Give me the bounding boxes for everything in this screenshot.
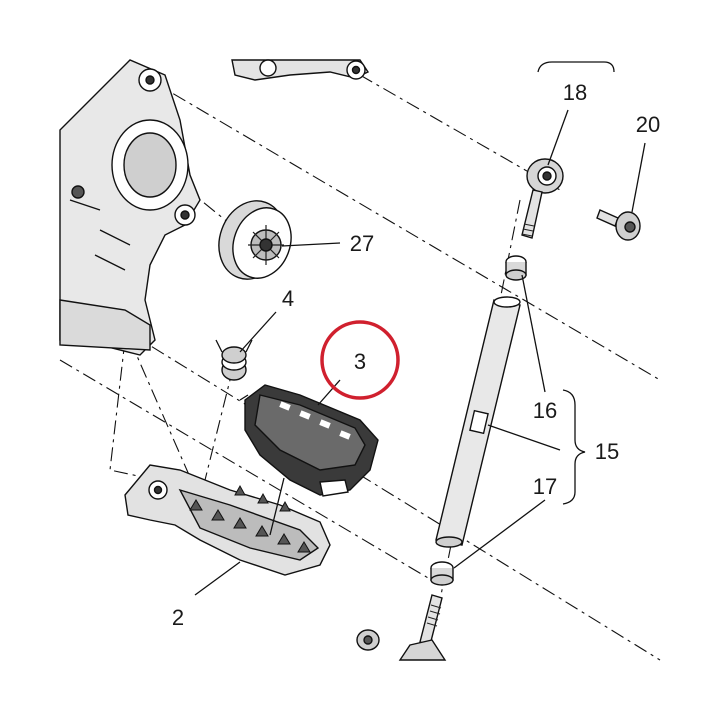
- leader-17: [453, 499, 546, 569]
- callout-16: 16: [533, 398, 557, 423]
- axis-line-lower: [59, 359, 441, 586]
- callout-2: 2: [172, 605, 184, 630]
- leader-2: [194, 561, 241, 596]
- leader-16: [521, 274, 546, 393]
- part-3-rubber-insert: [244, 384, 379, 497]
- bracket-18: [537, 61, 615, 73]
- axis-line-peg-left: [109, 339, 181, 486]
- callout-3: 3: [354, 349, 366, 374]
- part-27-roller: [218, 200, 292, 280]
- callout-15: 15: [595, 439, 619, 464]
- frame-bracket: [59, 59, 201, 356]
- axis-line-rod-end: [359, 74, 561, 191]
- leader-lines: [194, 61, 646, 596]
- lower-rod-end: [356, 594, 447, 661]
- part-18-rod-end: [521, 158, 564, 239]
- leader-3: [317, 379, 341, 406]
- callout-27: 27: [350, 231, 374, 256]
- callout-18: 18: [563, 80, 587, 105]
- highlight-circle: [320, 320, 400, 400]
- part-20-bolt: [596, 209, 641, 241]
- callout-20: 20: [636, 112, 660, 137]
- brace-15: [562, 389, 586, 505]
- part-4-spring: [215, 339, 253, 381]
- callout-4: 4: [282, 286, 294, 311]
- axis-line-top: [149, 79, 661, 381]
- part-17-bush: [430, 561, 454, 586]
- leader-15: [487, 424, 561, 451]
- leader-4: [239, 311, 277, 353]
- leader-insert-pegs: [239, 394, 285, 536]
- leader-20: [631, 142, 646, 213]
- part-16-bush: [505, 255, 527, 281]
- part-2-footpeg: [124, 464, 331, 576]
- part-15-rod: [435, 296, 521, 548]
- leader-27: [281, 242, 341, 247]
- callout-17: 17: [533, 474, 557, 499]
- callout-labels: 2 3 4 15 16 17 18 20 27: [172, 80, 660, 630]
- linkage-arm: [231, 59, 370, 81]
- leader-18: [547, 109, 569, 166]
